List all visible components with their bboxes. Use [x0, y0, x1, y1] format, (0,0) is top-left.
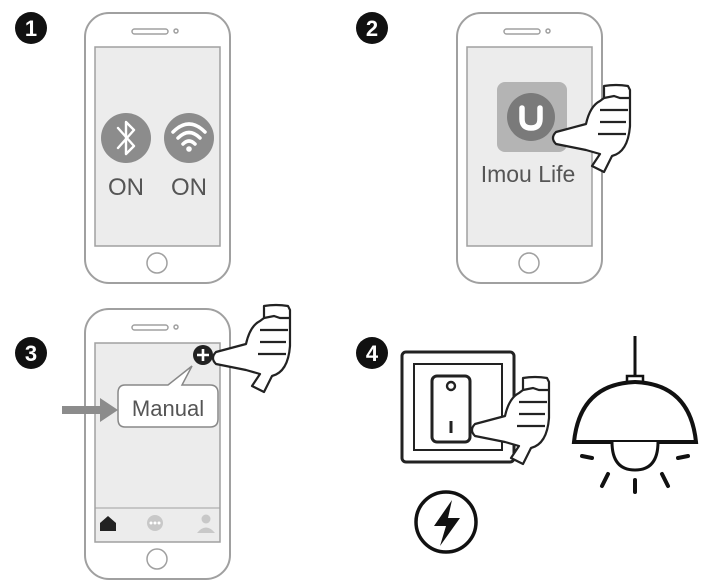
- phone-camera: [173, 324, 179, 330]
- app-name-label: Imou Life: [481, 161, 576, 187]
- home-button: [146, 548, 168, 570]
- step-number-badge: 4: [356, 337, 388, 369]
- phone: [84, 308, 231, 580]
- step-1: 1 ON ON: [15, 12, 231, 284]
- profile-tab-icon[interactable]: [197, 514, 215, 534]
- bluetooth-icon: [101, 113, 151, 163]
- svg-text:2: 2: [366, 16, 378, 41]
- phone: [84, 12, 231, 284]
- home-tab-icon[interactable]: [100, 516, 116, 531]
- step-number-badge: 1: [15, 12, 47, 44]
- manual-option[interactable]: Manual: [117, 365, 219, 428]
- step-4: 4: [356, 336, 699, 554]
- phone-camera: [545, 28, 551, 34]
- phone-speaker: [131, 28, 169, 35]
- manual-label: Manual: [132, 396, 204, 421]
- imou-life-app-icon[interactable]: [497, 82, 567, 152]
- bluetooth-status: ON: [108, 174, 144, 201]
- svg-text:1: 1: [25, 16, 37, 41]
- step-2: 2 Imou Life: [356, 12, 632, 284]
- phone-speaker: [503, 28, 541, 35]
- phone-speaker: [131, 324, 169, 331]
- arrow-right-icon: [62, 398, 118, 422]
- home-button: [146, 252, 168, 274]
- wifi-status: ON: [171, 174, 207, 201]
- wall-switch-icon: [400, 350, 516, 464]
- ceiling-lamp-icon: [571, 336, 699, 494]
- plus-icon[interactable]: [193, 345, 213, 365]
- phone-screen: [94, 342, 221, 543]
- svg-text:4: 4: [366, 341, 379, 366]
- step-number-badge: 2: [356, 12, 388, 44]
- message-tab-icon[interactable]: [147, 515, 163, 531]
- svg-text:3: 3: [25, 341, 37, 366]
- phone-camera: [173, 28, 179, 34]
- wifi-icon: [164, 113, 214, 163]
- step-3: 3 Manual: [15, 303, 292, 580]
- home-button: [518, 252, 540, 274]
- lightning-bolt-icon: [414, 490, 478, 554]
- step-number-badge: 3: [15, 337, 47, 369]
